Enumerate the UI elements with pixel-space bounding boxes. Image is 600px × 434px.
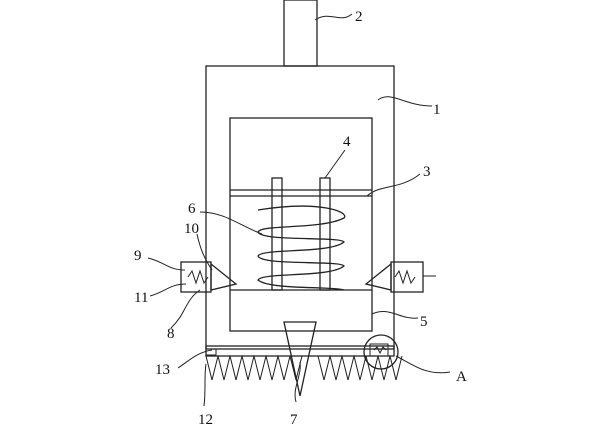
leader-4 (324, 149, 346, 179)
leader-2 (314, 13, 353, 21)
callout-4: 4 (343, 134, 351, 150)
left-side-mechanism (180, 261, 238, 293)
callout-a: A (456, 369, 467, 385)
callout-8: 8 (167, 326, 175, 342)
callout-12: 12 (198, 412, 213, 428)
callout-2: 2 (355, 9, 363, 25)
bottom-plate (205, 345, 395, 357)
callout-9: 9 (134, 248, 142, 264)
leader-12 (203, 363, 207, 407)
leader-8 (170, 289, 201, 329)
leader-5 (371, 311, 419, 319)
leader-9 (147, 257, 186, 271)
centre-cone (283, 321, 317, 397)
callout-11: 11 (134, 290, 148, 306)
bottom-teeth (205, 355, 403, 381)
callout-7: 7 (290, 412, 298, 428)
small-left-piece (205, 348, 217, 356)
callout-1: 1 (433, 102, 441, 118)
callout-3: 3 (423, 164, 431, 180)
callout-13: 13 (155, 362, 170, 378)
leader-1 (377, 96, 433, 107)
callout-10: 10 (184, 221, 199, 237)
leader-7 (294, 361, 301, 403)
rod-left (271, 177, 283, 291)
callout-6: 6 (188, 201, 196, 217)
top-shaft (283, 0, 318, 67)
leader-a (395, 355, 451, 374)
right-side-mechanism (364, 261, 436, 293)
leader-13 (177, 349, 213, 369)
outer-housing (205, 65, 395, 350)
central-spring (257, 205, 346, 291)
leader-3 (366, 173, 421, 197)
callout-5: 5 (420, 314, 428, 330)
leader-lines (147, 13, 451, 407)
detail-circle-a (363, 334, 399, 370)
inner-frame (229, 117, 373, 332)
leader-10 (196, 233, 213, 271)
leader-6 (199, 211, 263, 235)
leader-11 (149, 283, 187, 297)
